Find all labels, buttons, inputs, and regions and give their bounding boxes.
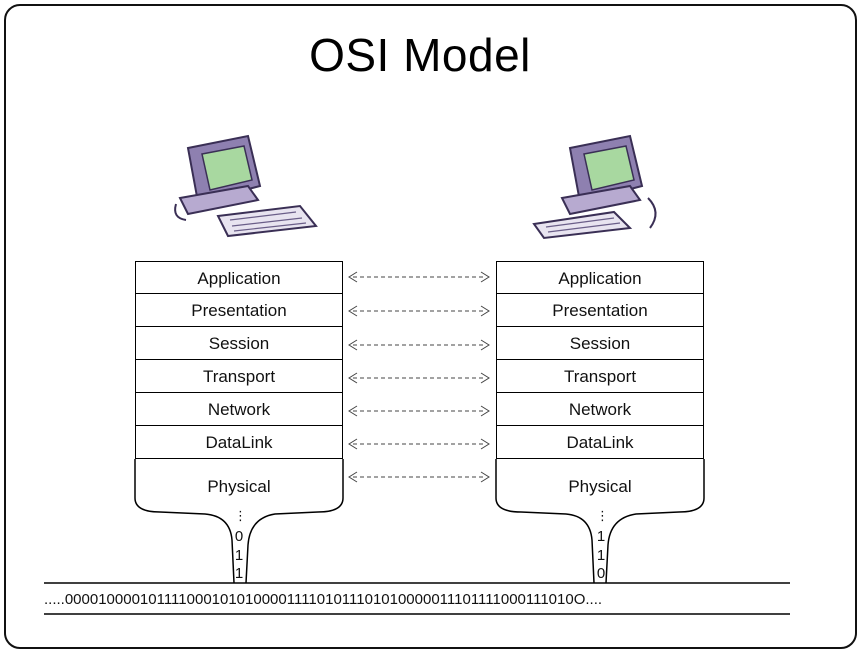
diagram-title: OSI Model bbox=[309, 29, 531, 81]
peer-arrow-datalink bbox=[348, 438, 490, 450]
right-layer-session: Session bbox=[496, 327, 704, 360]
left-computer-icon bbox=[174, 134, 318, 238]
left-layer-physical: Physical bbox=[207, 477, 271, 496]
right-layer-datalink: DataLink bbox=[496, 426, 704, 459]
peer-arrow-physical bbox=[348, 471, 490, 483]
peer-arrow-transport bbox=[348, 372, 490, 384]
right-layer-presentation: Presentation bbox=[496, 294, 704, 327]
left-bit-2: 1 bbox=[234, 547, 244, 564]
peer-arrow-network bbox=[348, 405, 490, 417]
left-layer-network: Network bbox=[135, 393, 343, 426]
bitstream-text: .....00001000010111100010101000011110101… bbox=[44, 591, 603, 608]
left-osi-stack: Application Presentation Session Transpo… bbox=[135, 261, 343, 459]
peer-arrow-presentation bbox=[348, 305, 490, 317]
right-osi-stack: Application Presentation Session Transpo… bbox=[496, 261, 704, 459]
left-layer-session: Session bbox=[135, 327, 343, 360]
left-layer-transport: Transport bbox=[135, 360, 343, 393]
right-bit-2: 1 bbox=[596, 547, 606, 564]
svg-text:⋮: ⋮ bbox=[234, 509, 247, 524]
left-layer-application: Application bbox=[135, 261, 343, 294]
right-computer-icon bbox=[532, 134, 657, 240]
right-layer-transport: Transport bbox=[496, 360, 704, 393]
left-bit-3: 1 bbox=[234, 565, 244, 582]
left-bit-1: 0 bbox=[234, 528, 244, 545]
right-layer-network: Network bbox=[496, 393, 704, 426]
right-layer-physical: Physical bbox=[568, 477, 632, 496]
right-layer-application: Application bbox=[496, 261, 704, 294]
left-layer-datalink: DataLink bbox=[135, 426, 343, 459]
svg-text:⋮: ⋮ bbox=[596, 509, 609, 524]
right-bit-1: 1 bbox=[596, 528, 606, 545]
left-layer-presentation: Presentation bbox=[135, 294, 343, 327]
right-bit-3: 0 bbox=[596, 565, 606, 582]
peer-arrow-application bbox=[348, 271, 490, 283]
peer-arrow-session bbox=[348, 339, 490, 351]
